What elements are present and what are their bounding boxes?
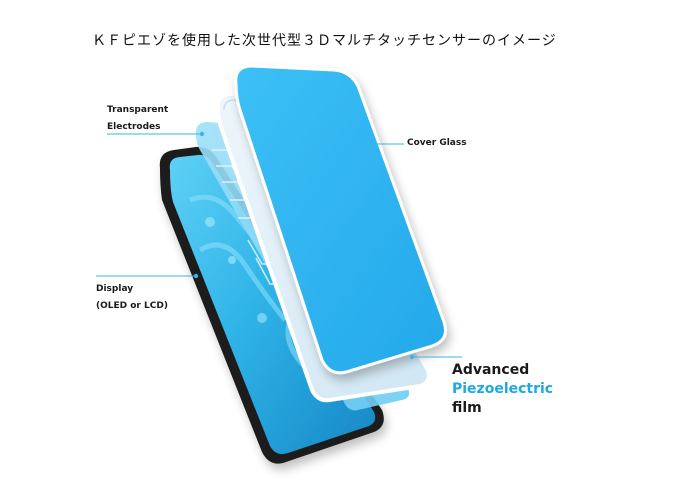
leader-dot — [353, 141, 359, 147]
water-drop — [228, 256, 236, 264]
label-cover-glass: Cover Glass — [407, 138, 467, 148]
label-transparent-electrodes: Transparent Electrodes — [107, 102, 168, 136]
label-line: Transparent — [107, 105, 169, 115]
leader-lines — [96, 133, 462, 358]
water-drop — [257, 313, 267, 323]
leader-dot — [193, 273, 199, 279]
label-line: Electrodes — [107, 122, 161, 132]
cover-glass-sheet — [234, 64, 447, 375]
water-drop — [205, 217, 215, 227]
cover-glass-layer — [234, 64, 447, 375]
label-line-accent: Piezoelectric — [452, 381, 554, 397]
label-line: Advanced — [452, 362, 530, 378]
label-line: Display — [96, 284, 134, 294]
label-piezoelectric-film: Advanced Piezoelectric film — [452, 361, 553, 418]
label-display: Display (OLED or LCD) — [96, 281, 168, 315]
leader-dot — [409, 354, 415, 360]
page-title: ＫＦピエゾを使用した次世代型３Ｄマルチタッチセンサーのイメージ — [92, 33, 557, 49]
leader-dot — [199, 131, 205, 137]
label-line: (OLED or LCD) — [96, 301, 168, 311]
label-line: film — [452, 400, 482, 416]
